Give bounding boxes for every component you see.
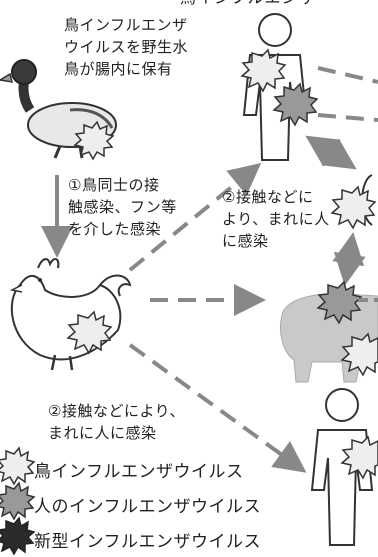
legend-item-bird-virus: 鳥インフルエンザウイルス	[26, 455, 244, 483]
legend-item-new-virus: 新型インフルエンザウイルス	[26, 525, 261, 553]
legend-label: 新型インフルエンザウイルス	[34, 531, 261, 552]
arrow-chicken-to-lower-human	[128, 343, 307, 473]
gray-virus-icon	[0, 481, 36, 521]
arrow-upper-human-right-2	[317, 113, 378, 122]
light-virus-icon	[240, 48, 287, 93]
light-virus-icon	[73, 120, 115, 161]
light-virus-icon	[340, 435, 378, 480]
light-virus-icon	[66, 310, 113, 355]
route-2-upper-label: ②接触などに より、まれに人 に感染	[222, 188, 330, 250]
duck-icon	[0, 59, 117, 159]
title-fragment: 鳥インフルエンザ	[180, 0, 316, 8]
route-2-lower-label: ②接触などにより、 まれに人に感染	[48, 402, 186, 442]
gray-virus-icon	[316, 280, 363, 325]
gray-virus-icon	[272, 82, 319, 127]
light-virus-icon	[330, 185, 377, 230]
dark-virus-icon	[0, 516, 36, 556]
wild-bird-note: 鳥インフルエンザ ウイルスを野生水 鳥が腸内に保有	[64, 16, 189, 78]
legend-label: 鳥インフルエンザウイルス	[34, 461, 244, 482]
arrow-double-upper	[305, 135, 357, 170]
legend-label: 人のインフルエンザウイルス	[34, 496, 261, 517]
legend-item-human-virus: 人のインフルエンザウイルス	[26, 490, 261, 518]
chicken-icon	[9, 258, 132, 371]
light-virus-icon	[0, 446, 36, 486]
route-1-label: ①鳥同士の接 触感染、フン等 を介した感染	[68, 176, 177, 238]
light-virus-icon	[340, 332, 378, 377]
arrow-upper-human-right	[317, 66, 378, 84]
arrow-double-pig	[332, 232, 366, 286]
